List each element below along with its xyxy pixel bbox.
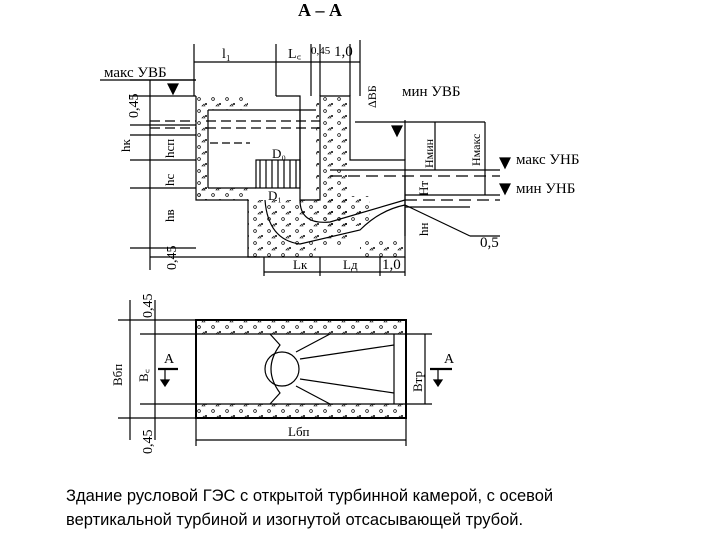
label-d1: D₁	[268, 188, 282, 203]
label-hmin: Hмин	[422, 138, 436, 168]
label-b-bp: Bбп	[110, 364, 125, 386]
label-hmax: Hмакс	[469, 134, 483, 166]
label-045-plan-top: 0,45	[141, 294, 156, 319]
label-max-uvb: макс УВБ	[104, 65, 167, 81]
label-05: 0,5	[480, 235, 499, 251]
label-section-a-left: А	[164, 352, 175, 367]
label-ld: Lд	[343, 257, 358, 272]
label-hs: hс	[162, 174, 177, 187]
caption-line-2: вертикальной турбиной и изогнутой отсасы…	[66, 511, 524, 529]
label-hv: hв	[162, 209, 177, 222]
label-min-uvb: мин УВБ	[402, 84, 461, 100]
plan-view	[118, 300, 452, 446]
label-l-bp: Lбп	[288, 424, 310, 439]
label-dvb: ΔВБ	[365, 85, 379, 108]
label-lk: Lк	[293, 257, 308, 272]
label-10-bottom: 1,0	[382, 257, 401, 273]
label-045-bottom-left: 0,45	[165, 246, 180, 271]
label-10-top: 1,0	[334, 44, 353, 60]
section-title: А – А	[298, 0, 342, 20]
label-045-plan-bottom: 0,45	[141, 430, 156, 455]
caption-line-1: Здание русловой ГЭС с открытой турбинной…	[66, 487, 554, 505]
label-045-top-left: 0,45	[127, 94, 142, 119]
label-hk: hк	[118, 139, 133, 153]
section-view	[100, 40, 511, 276]
label-d0: D₀	[272, 146, 286, 161]
label-lc: L꜀	[288, 47, 302, 62]
label-section-a-right: А	[444, 352, 455, 367]
label-min-unb: мин УНБ	[516, 181, 575, 197]
figure-caption: Здание русловой ГЭС с открытой турбинной…	[66, 484, 686, 532]
label-b-tp: Bтр	[410, 371, 425, 392]
label-b-c: B꜀	[136, 369, 151, 382]
label-045-top: 0,45	[311, 45, 331, 57]
label-hsp: hсп	[162, 139, 177, 158]
label-l1: l₁	[222, 47, 231, 62]
label-hn: hн	[416, 223, 431, 237]
label-ht: Hт	[416, 181, 431, 196]
label-max-unb: макс УНБ	[516, 152, 579, 168]
